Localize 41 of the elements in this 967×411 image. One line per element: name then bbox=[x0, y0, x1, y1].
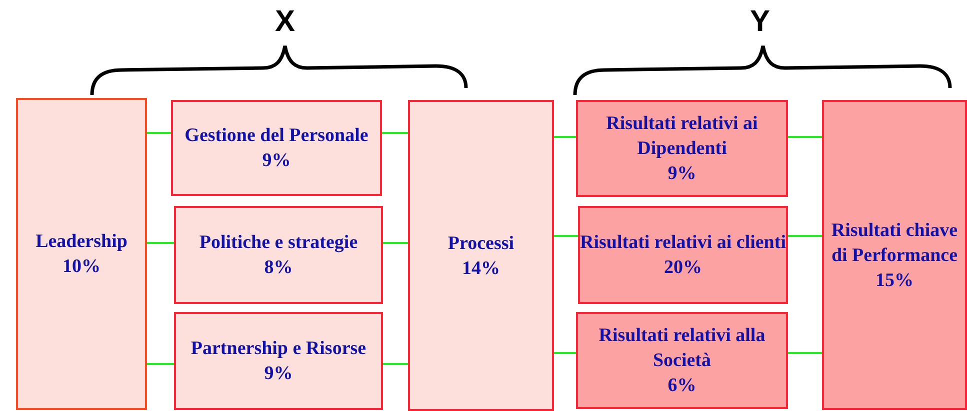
criterion-name: Gestione del Personale bbox=[184, 124, 368, 148]
weight-percent: 20% bbox=[664, 256, 702, 280]
connector-line bbox=[788, 136, 822, 138]
criterion-name: Politiche e strategie bbox=[199, 231, 358, 255]
criterion-name: Risultati relativi alla Società bbox=[598, 324, 766, 373]
weight-percent: 10% bbox=[62, 255, 100, 279]
connector-line bbox=[383, 363, 408, 365]
result-box bbox=[576, 100, 788, 197]
connector-line bbox=[554, 235, 578, 237]
criterion-name: Leadership bbox=[36, 230, 128, 254]
connector-line bbox=[147, 242, 174, 244]
result-box bbox=[576, 312, 788, 409]
criterion-name: Risultati chiave di Performance bbox=[830, 218, 959, 268]
group-letter: X bbox=[275, 6, 296, 38]
criterion-name: Risultati relativi ai Dipendenti bbox=[605, 112, 759, 161]
connector-line bbox=[147, 132, 171, 134]
enabler-box bbox=[171, 100, 382, 196]
connector-line bbox=[382, 132, 408, 134]
connector-line bbox=[554, 136, 576, 138]
result-box bbox=[822, 100, 967, 410]
criterion-name: Partnership e Risorse bbox=[190, 337, 366, 361]
weight-percent: 9% bbox=[262, 149, 291, 173]
connector-line bbox=[147, 363, 174, 365]
weight-percent: 14% bbox=[462, 256, 500, 280]
enabler-box bbox=[16, 98, 147, 410]
connector-line bbox=[554, 352, 576, 354]
result-box bbox=[578, 206, 788, 304]
enabler-box bbox=[174, 312, 383, 410]
connector-line bbox=[788, 352, 822, 354]
connector-line bbox=[383, 242, 408, 244]
weight-percent: 6% bbox=[668, 374, 696, 398]
weight-percent: 9% bbox=[668, 162, 696, 186]
weight-percent: 15% bbox=[876, 268, 914, 292]
enabler-box bbox=[408, 100, 554, 411]
criterion-name: Risultati relativi ai clienti bbox=[580, 231, 786, 255]
enabler-box bbox=[174, 206, 383, 304]
weight-percent: 8% bbox=[264, 256, 293, 280]
criterion-name: Processi bbox=[448, 232, 514, 256]
group-letter: Y bbox=[750, 6, 770, 38]
connector-line bbox=[788, 235, 822, 237]
weight-percent: 9% bbox=[264, 362, 293, 386]
